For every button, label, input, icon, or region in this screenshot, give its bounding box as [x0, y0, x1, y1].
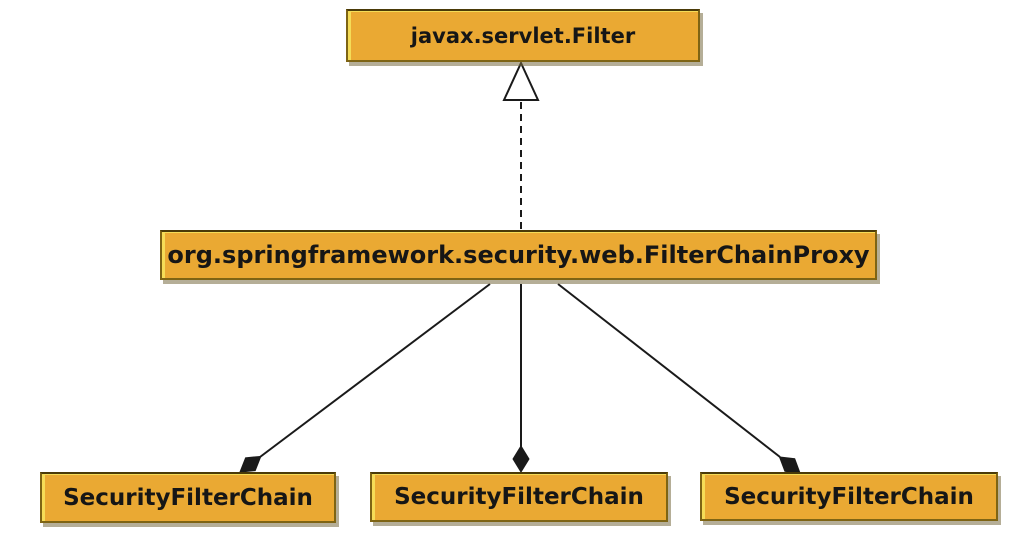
class-node-label: SecurityFilterChain — [724, 483, 974, 510]
composition-edge-left — [259, 283, 491, 458]
class-node-security-filter-chain-right: SecurityFilterChain — [700, 472, 998, 521]
class-node-filter-chain-proxy: org.springframework.security.web.FilterC… — [160, 230, 877, 280]
class-node-label: org.springframework.security.web.FilterC… — [167, 241, 870, 269]
class-node-label: SecurityFilterChain — [63, 484, 313, 511]
filled-diamond-icon-right — [778, 456, 801, 474]
class-node-label: SecurityFilterChain — [394, 484, 644, 510]
class-node-security-filter-chain-left: SecurityFilterChain — [40, 472, 336, 523]
class-node-security-filter-chain-middle: SecurityFilterChain — [370, 472, 668, 522]
filled-diamond-icon-left — [239, 455, 262, 473]
filled-diamond-icon-middle — [512, 445, 530, 473]
class-node-javax-servlet-filter: javax.servlet.Filter — [346, 9, 700, 62]
hollow-triangle-arrowhead-icon — [502, 60, 540, 101]
composition-edge-right — [557, 283, 781, 458]
class-node-label: javax.servlet.Filter — [410, 23, 636, 48]
